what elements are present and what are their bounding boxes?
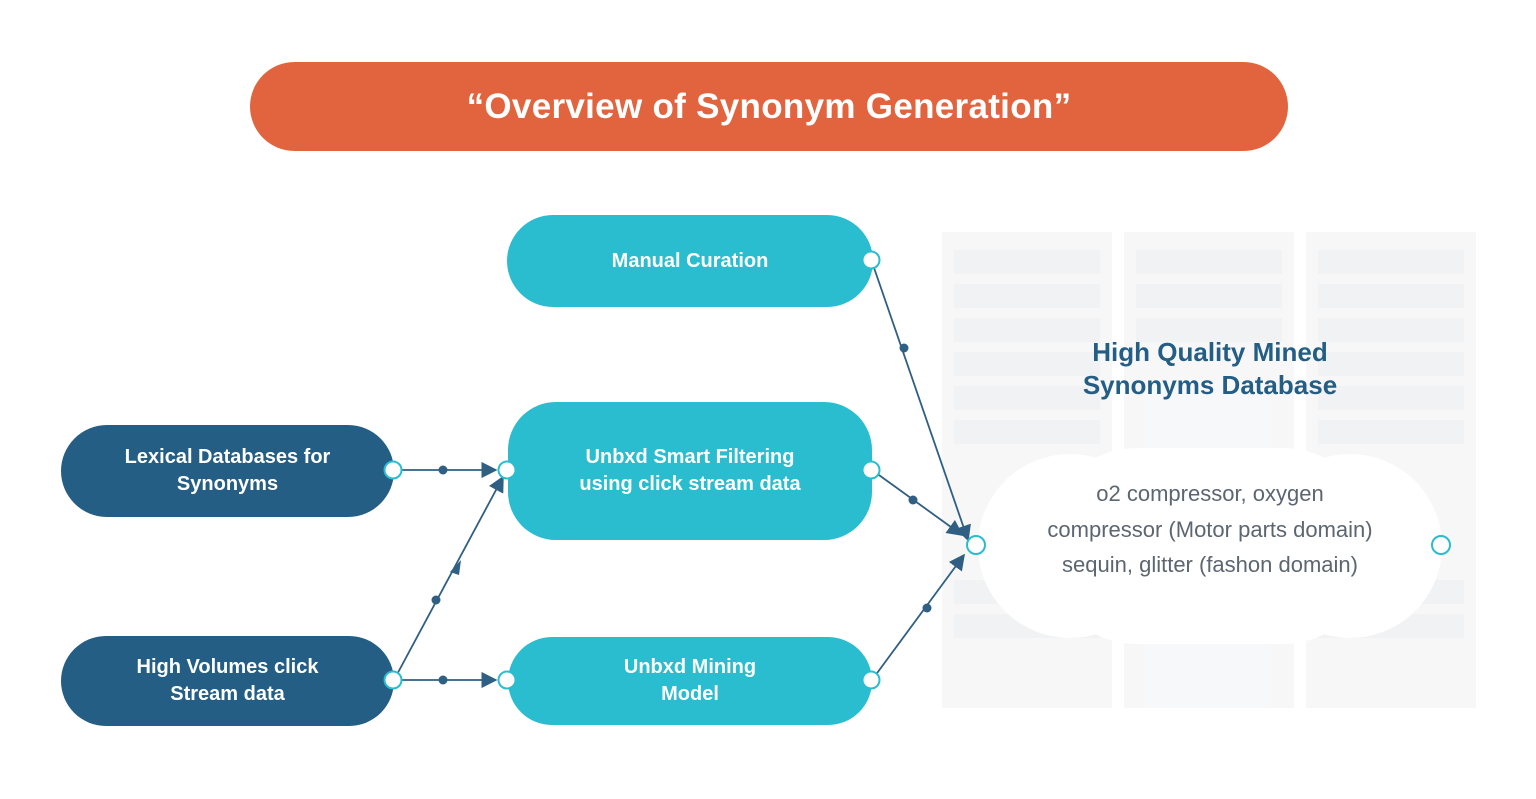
node-high-volumes-label: High Volumes click Stream data	[136, 656, 319, 705]
edge-dot	[908, 495, 918, 505]
edge-dot	[922, 603, 932, 613]
edge-filtering-to-database	[871, 469, 964, 536]
edge-dot	[899, 343, 909, 353]
edge-volumes-to-filtering	[393, 475, 504, 681]
database-title: High Quality Mined Synonyms Database	[1082, 337, 1338, 400]
edge-dot	[438, 675, 448, 685]
edge-curation-to-database	[871, 261, 971, 542]
node-smart-filtering: Unbxd Smart Filtering using click stream…	[508, 402, 872, 540]
node-mining-model: Unbxd Mining Model	[508, 637, 872, 725]
node-high-volumes: High Volumes click Stream data	[61, 636, 394, 726]
node-manual-curation: Manual Curation	[507, 215, 873, 307]
database-cloud	[978, 448, 1442, 644]
edge-dot	[438, 465, 448, 475]
database-content: o2 compressor, oxygen compressor (Motor …	[1047, 481, 1373, 577]
edge-arrow-mid	[450, 560, 461, 575]
edge-mining-to-database	[871, 553, 965, 681]
node-mining-model-label: Unbxd Mining Model	[623, 656, 757, 705]
diagram-title: “Overview of Synonym Generation”	[250, 62, 1288, 151]
edge-dot	[431, 595, 441, 605]
node-manual-curation-label: Manual Curation	[611, 249, 769, 272]
node-smart-filtering-label: Unbxd Smart Filtering using click stream…	[579, 446, 801, 495]
node-lexical-databases: Lexical Databases for Synonyms	[61, 425, 394, 517]
node-lexical-databases-label: Lexical Databases for Synonyms	[124, 446, 331, 495]
